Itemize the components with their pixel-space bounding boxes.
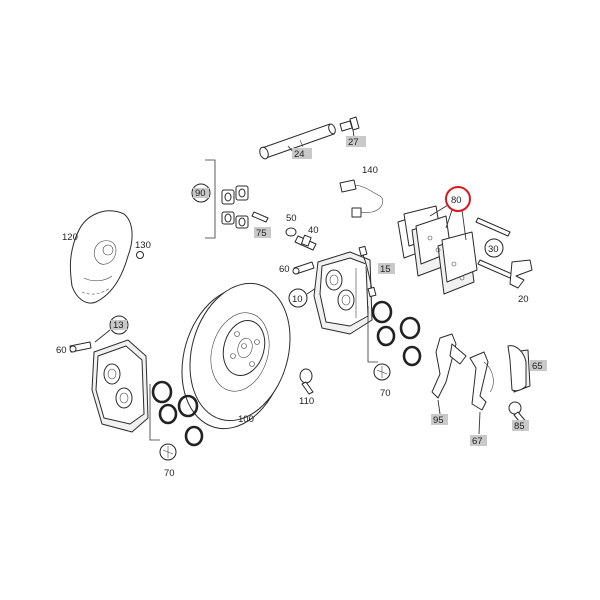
- label-85: 85: [512, 420, 529, 432]
- part-60-lower-bolt[interactable]: [69, 341, 92, 353]
- svg-text:15: 15: [380, 264, 391, 275]
- label-70-right: 70: [380, 388, 391, 399]
- part-100-brake-disc[interactable]: [166, 271, 305, 441]
- part-120-splash-shield[interactable]: [69, 210, 133, 304]
- part-67-clip[interactable]: [469, 351, 494, 411]
- svg-text:67: 67: [472, 436, 483, 447]
- label-110: 110: [299, 396, 314, 407]
- label-20: 20: [518, 294, 529, 305]
- highlight-circle-80: [445, 186, 471, 212]
- svg-text:27: 27: [348, 137, 359, 148]
- svg-text:90: 90: [195, 188, 206, 199]
- part-80-brake-pads[interactable]: [397, 205, 478, 295]
- svg-text:50: 50: [286, 213, 297, 224]
- svg-text:75: 75: [256, 228, 267, 239]
- svg-text:140: 140: [362, 165, 378, 176]
- svg-text:60: 60: [279, 264, 290, 275]
- label-15: 15: [378, 263, 395, 275]
- label-60-upper: 60: [279, 264, 290, 275]
- part-20-clip[interactable]: [509, 259, 533, 289]
- svg-text:95: 95: [433, 415, 444, 426]
- svg-text:120: 120: [62, 232, 78, 243]
- part-70-right-seal-kit[interactable]: [367, 300, 422, 381]
- svg-text:40: 40: [308, 225, 319, 236]
- svg-text:85: 85: [514, 421, 525, 432]
- svg-text:10: 10: [292, 294, 303, 305]
- svg-text:13: 13: [113, 320, 124, 331]
- svg-text:20: 20: [518, 294, 529, 305]
- svg-text:30: 30: [488, 244, 499, 255]
- label-140: 140: [362, 165, 378, 176]
- label-75: 75: [254, 227, 271, 239]
- part-24-pin[interactable]: [258, 123, 336, 160]
- part-110-disc-screw[interactable]: [299, 368, 314, 395]
- label-95: 95: [431, 399, 448, 426]
- part-27-screw[interactable]: [339, 116, 360, 132]
- label-24: 24: [287, 145, 312, 160]
- label-120: 120: [62, 232, 78, 243]
- label-65: 65: [530, 360, 547, 372]
- svg-text:100: 100: [238, 414, 254, 425]
- part-40-bleed-screw[interactable]: [294, 234, 317, 251]
- part-60-upper-bolt[interactable]: [292, 261, 315, 275]
- part-65-shim[interactable]: [507, 345, 531, 393]
- svg-text:80: 80: [451, 195, 462, 206]
- part-30-pins[interactable]: [475, 217, 513, 279]
- caliper-right[interactable]: [313, 251, 373, 335]
- part-140-wear-sensor[interactable]: [339, 179, 384, 218]
- part-130-small-screw[interactable]: [136, 251, 144, 259]
- svg-text:70: 70: [164, 468, 175, 479]
- part-95-spring[interactable]: [431, 333, 467, 399]
- part-70-left-seal-kit[interactable]: [149, 380, 204, 461]
- label-130: 130: [135, 240, 151, 251]
- label-50: 50: [286, 213, 297, 224]
- label-27: 27: [346, 129, 366, 148]
- label-100: 100: [238, 414, 254, 425]
- svg-text:130: 130: [135, 240, 151, 251]
- label-90: 90: [191, 183, 211, 203]
- part-50-bleed-cap[interactable]: [285, 227, 297, 237]
- label-80: 80: [429, 186, 471, 241]
- caliper-left[interactable]: [91, 339, 149, 433]
- svg-text:24: 24: [294, 149, 305, 160]
- label-30: 30: [484, 238, 504, 258]
- label-70-left: 70: [164, 468, 175, 479]
- label-13: 13: [94, 315, 129, 343]
- svg-text:65: 65: [532, 361, 543, 372]
- svg-text:60: 60: [56, 345, 67, 356]
- label-40: 40: [308, 225, 319, 236]
- svg-text:70: 70: [380, 388, 391, 399]
- label-67: 67: [470, 411, 487, 447]
- part-90-bolt-kit[interactable]: [205, 159, 269, 239]
- label-60-lower: 60: [56, 345, 67, 356]
- svg-text:110: 110: [299, 396, 314, 407]
- part-15-brake-hose[interactable]: [358, 245, 377, 298]
